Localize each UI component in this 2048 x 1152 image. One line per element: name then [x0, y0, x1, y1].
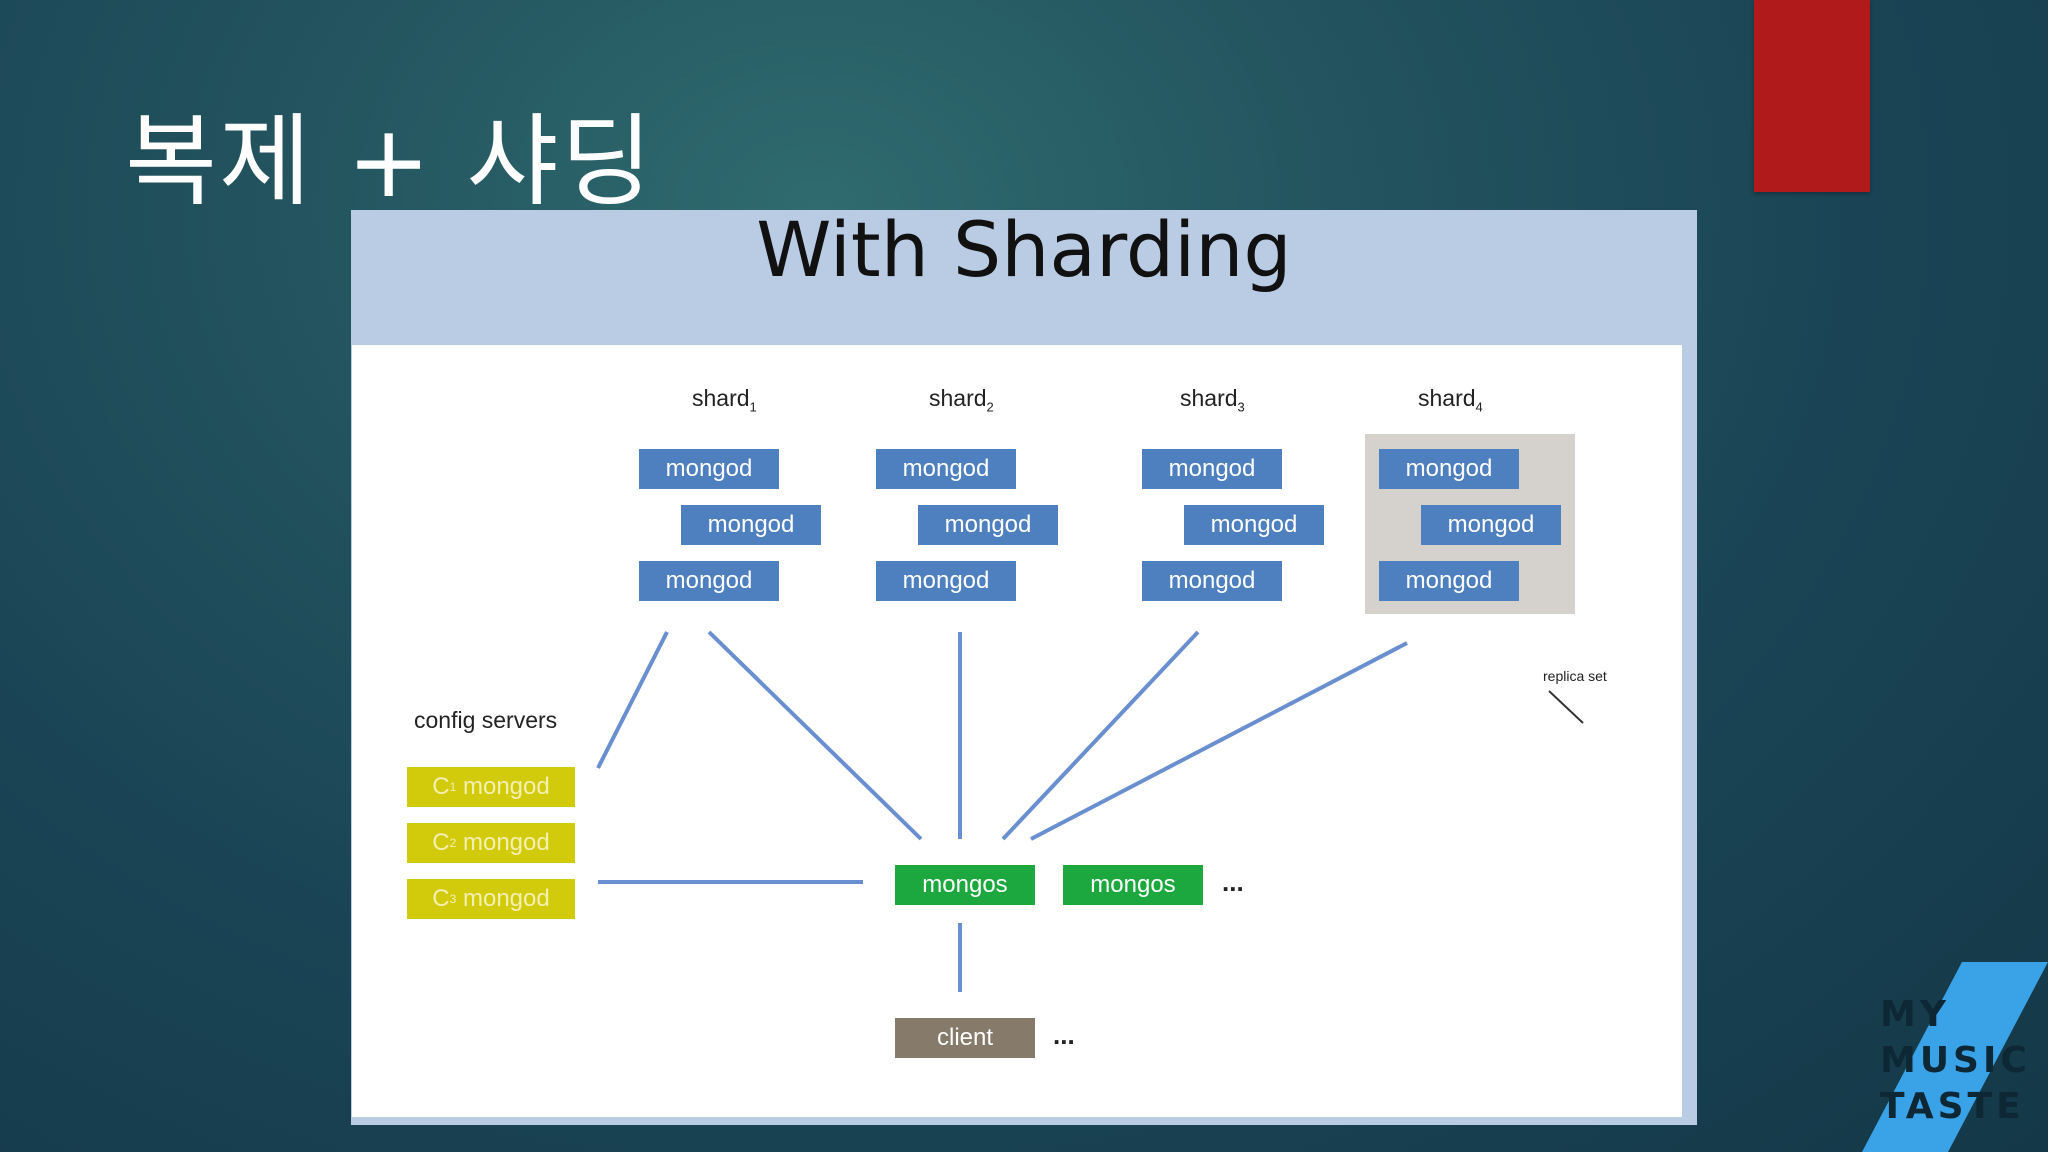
logo-line-3: TASTE	[1880, 1086, 2025, 1127]
shard2-mongod-3: mongod	[876, 561, 1016, 601]
logo-stripe-icon	[1862, 962, 2048, 1152]
sharding-figure: With Sharding shard1 shard2 shard3 shard…	[351, 210, 1697, 1125]
shard-label-2: shard2	[929, 385, 994, 415]
shard4-mongod-1: mongod	[1379, 449, 1519, 489]
shard-label-1: shard1	[692, 385, 757, 415]
shard2-mongod-1: mongod	[876, 449, 1016, 489]
line-shard3-to-mongos	[1001, 630, 1200, 841]
logo-text: MY MUSIC TASTE	[1880, 992, 2031, 1130]
shard1-mongod-1: mongod	[639, 449, 779, 489]
shard-label-3: shard3	[1180, 385, 1245, 415]
shard-label-4: shard4	[1418, 385, 1483, 415]
mongos-1: mongos	[895, 865, 1035, 905]
line-config-to-shard1	[596, 631, 669, 769]
figure-title: With Sharding	[756, 205, 1292, 294]
line-shard1-to-mongos	[707, 630, 923, 841]
shard3-mongod-3: mongod	[1142, 561, 1282, 601]
shard4-mongod-3: mongod	[1379, 561, 1519, 601]
shard3-mongod-2: mongod	[1184, 505, 1324, 545]
slide-title: 복제 + 샤딩	[125, 103, 655, 220]
client-ellipsis: ...	[1053, 1020, 1075, 1050]
mongos-ellipsis: ...	[1222, 867, 1244, 897]
diagram-panel: shard1 shard2 shard3 shard4 mongod mongo…	[352, 345, 1682, 1117]
brand-logo: MY MUSIC TASTE	[1862, 962, 2048, 1152]
replica-set-pointer	[1548, 690, 1584, 724]
line-shard4-to-mongos	[1030, 641, 1408, 841]
connector-lines	[596, 630, 1584, 992]
shard3-mongod-1: mongod	[1142, 449, 1282, 489]
shard1-mongod-3: mongod	[639, 561, 779, 601]
shard4-mongod-2: mongod	[1421, 505, 1561, 545]
logo-line-2: MUSIC	[1880, 1040, 2031, 1081]
shard1-mongod-2: mongod	[681, 505, 821, 545]
mongos-2: mongos	[1063, 865, 1203, 905]
logo-line-1: MY	[1880, 994, 1950, 1035]
client-box: client	[895, 1018, 1035, 1058]
shard2-mongod-2: mongod	[918, 505, 1058, 545]
config-servers-label: config servers	[414, 707, 558, 733]
replica-set-label: replica set	[1543, 668, 1607, 684]
red-accent-bar	[1754, 0, 1870, 192]
